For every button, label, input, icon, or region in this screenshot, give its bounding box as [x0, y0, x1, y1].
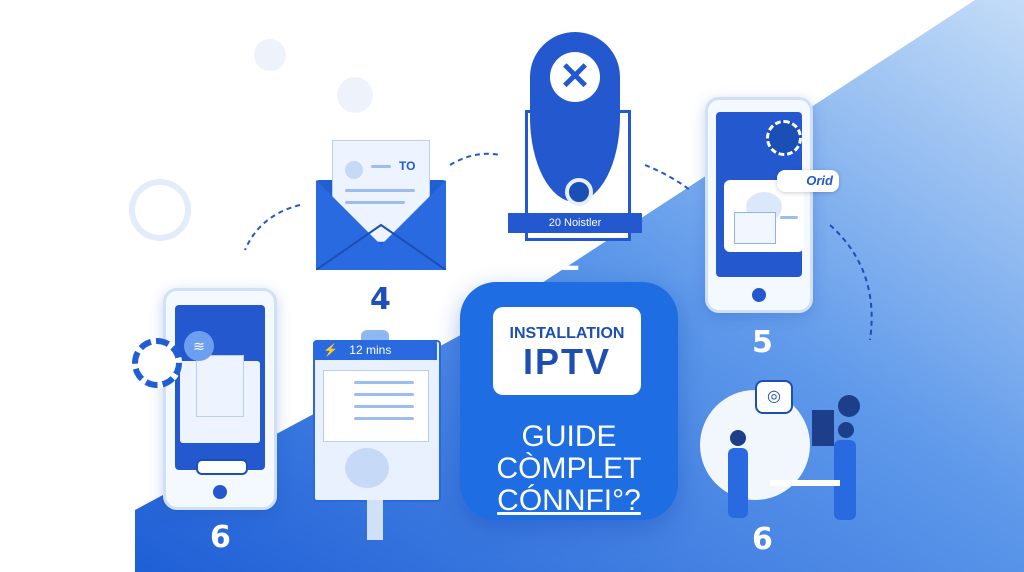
person-icon — [838, 422, 854, 438]
envelope-label: TO — [399, 159, 416, 173]
bolt-icon: ⚡ — [323, 343, 338, 357]
subtitle-line-2: CÒMPLET — [496, 452, 642, 485]
title-box: INSTALLATION IPTV — [493, 307, 641, 395]
step-number-6-right: 6 — [752, 522, 773, 557]
subtitle-line-3: CÓNNFI°? — [497, 484, 641, 517]
step-number-6-left: 6 — [210, 520, 231, 555]
right-phone — [705, 97, 813, 313]
badge-gear-icon — [132, 338, 182, 388]
monitor-header: 12 mins — [349, 343, 392, 357]
people-scene: ◎ — [690, 380, 900, 530]
chat-bubble-icon: ◎ — [755, 380, 793, 414]
banner-text: 20 Noistler — [548, 217, 602, 229]
step-number-4: 4 — [370, 282, 391, 317]
left-phone: ≋ — [163, 288, 277, 510]
title-small: INSTALLATION — [509, 325, 625, 342]
step-number-5: 5 — [752, 325, 773, 360]
pin-banner: 20 Noistler — [508, 213, 642, 233]
title-big: IPTV — [522, 341, 611, 382]
step-number-2: 2 — [560, 243, 581, 278]
gear-icon — [766, 120, 802, 156]
pin-device-step: ✕ 20 Noistler — [508, 30, 642, 241]
person-icon — [730, 430, 746, 446]
subtitle-line-1: GUIDE — [521, 420, 617, 453]
orid-badge: Orid — [777, 170, 839, 192]
monitor: ⚡ 12 mins — [313, 330, 441, 540]
title-card: INSTALLATION IPTV GUIDE CÒMPLET CÓNNFI°? — [460, 282, 678, 520]
wifi-icon: ≋ — [184, 331, 214, 361]
orid-badge-text: Orid — [806, 173, 833, 188]
envelope-step: TO — [316, 140, 446, 270]
